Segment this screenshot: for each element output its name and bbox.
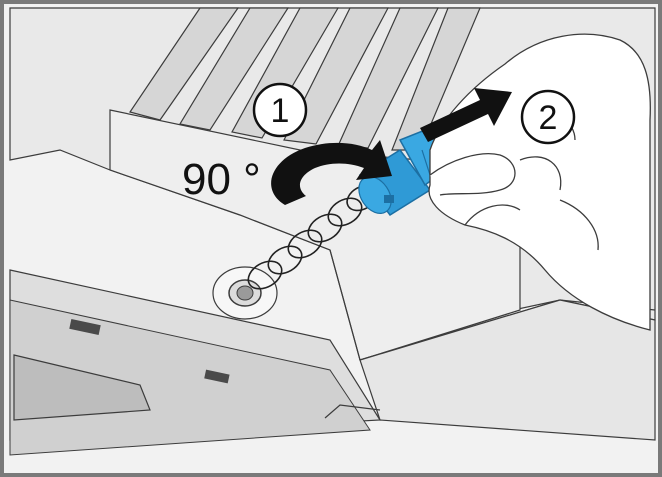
slot — [204, 369, 230, 384]
angle-label: 90 ° — [182, 155, 261, 204]
lamp-socket — [212, 266, 278, 320]
step-1-callout: 1 — [252, 82, 308, 138]
slot — [69, 318, 101, 336]
step-2-number: 2 — [539, 99, 558, 137]
rotation-arrow — [271, 140, 392, 205]
front-opening — [13, 354, 151, 421]
pull-arrow — [420, 88, 512, 142]
step-1-number: 1 — [271, 92, 290, 130]
step-2-callout: 2 — [520, 89, 576, 145]
